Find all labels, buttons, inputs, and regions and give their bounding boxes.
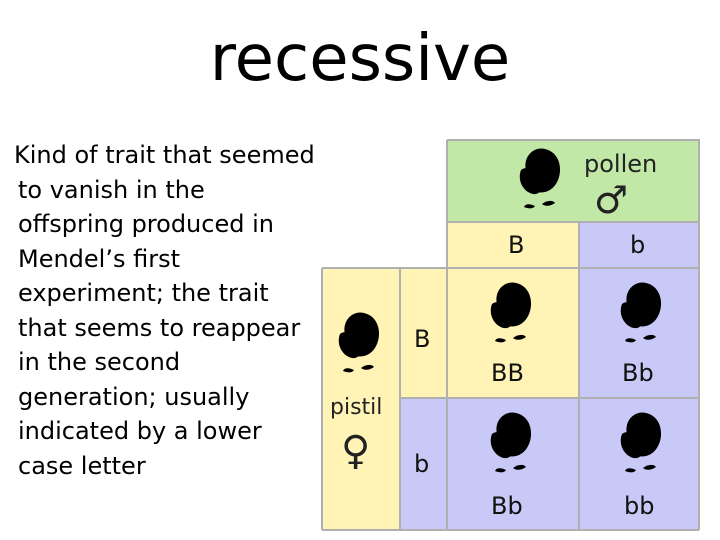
offspring-genotype: Bb bbox=[622, 359, 654, 387]
definition-line: indicated by a lower bbox=[18, 417, 262, 445]
definition-line: to vanish in the bbox=[18, 175, 205, 204]
definition-line: offspring produced in bbox=[18, 210, 274, 238]
pollen-allele-recessive: b bbox=[630, 231, 645, 259]
offspring-genotype: bb bbox=[624, 492, 654, 520]
pistil-allele-recessive: b bbox=[414, 450, 429, 478]
slide-title: recessive bbox=[209, 22, 511, 96]
female-symbol: ♀ bbox=[341, 428, 370, 474]
definition-line: case letter bbox=[18, 451, 146, 480]
offspring-genotype: Bb bbox=[491, 492, 523, 520]
pollen-allele-cell bbox=[447, 222, 579, 268]
definition-line: that seems to reappear bbox=[18, 313, 301, 342]
pistil-allele-cell bbox=[400, 268, 447, 398]
definition-line: Kind of trait that seemed bbox=[14, 141, 315, 169]
offspring-genotype: BB bbox=[491, 359, 524, 387]
pistil-allele-dominant: B bbox=[414, 325, 430, 353]
male-symbol: ♂ bbox=[594, 178, 628, 222]
definition-line: experiment; the trait bbox=[18, 279, 269, 307]
pollen-allele-cell bbox=[579, 222, 699, 268]
pistil-zone bbox=[322, 268, 400, 530]
definition-line: Mendel’s first bbox=[18, 244, 181, 273]
definition-line: in the second bbox=[18, 348, 181, 376]
pistil-label: pistil bbox=[330, 395, 382, 420]
definition-line: generation; usually bbox=[18, 382, 250, 411]
pollen-zone bbox=[447, 140, 699, 222]
definition-text: Kind of trait that seemed to vanish in t… bbox=[14, 138, 344, 483]
pistil-allele-cell bbox=[400, 398, 447, 530]
pollen-allele-dominant: B bbox=[508, 231, 524, 259]
pollen-label: pollen bbox=[584, 150, 657, 178]
